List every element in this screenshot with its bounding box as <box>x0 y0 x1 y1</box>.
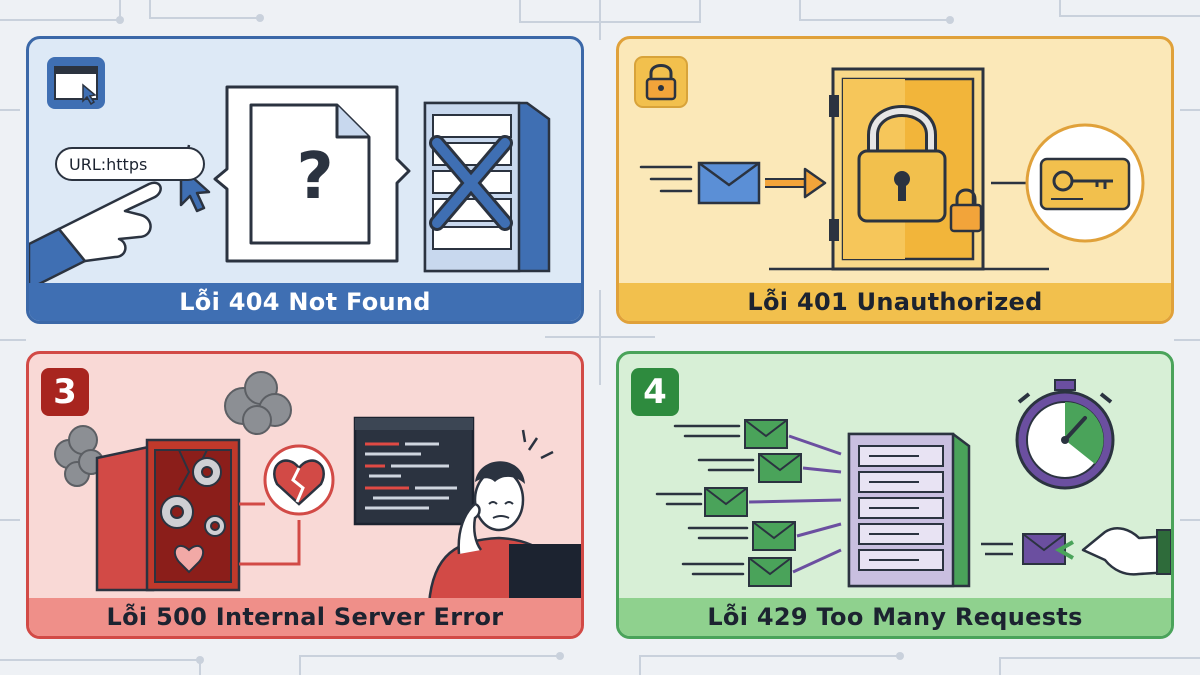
panel-500-illustration <box>54 371 581 604</box>
url-input[interactable]: URL:https <box>55 147 205 181</box>
panel-429: 4 Lỗi 429 Too Many Requests <box>616 351 1174 639</box>
panel-401-illustration <box>634 56 1145 271</box>
rejected-request-icon <box>981 533 1074 565</box>
lock-badge-icon <box>634 56 688 108</box>
panel-404-caption: Lỗi 404 Not Found <box>29 283 581 321</box>
panel-404-illustration <box>29 57 551 289</box>
step-number-badge: 4 <box>631 368 679 416</box>
panel-500: 3 Lỗi 500 Internal Server Error <box>26 351 584 639</box>
key-card-icon <box>1025 123 1145 243</box>
padlock-icon <box>857 105 947 223</box>
speed-lines <box>639 165 693 193</box>
incoming-requests <box>655 419 842 587</box>
document-frame <box>213 85 411 263</box>
envelope-icon <box>697 161 761 205</box>
panel-404: URL:https ? Lỗi 404 Not Found <box>26 36 584 324</box>
stopwatch-icon <box>1015 379 1115 490</box>
server-icon <box>847 432 971 588</box>
pointing-hand-icon <box>29 181 162 289</box>
panel-500-caption: Lỗi 500 Internal Server Error <box>29 598 581 636</box>
broken-server-icon <box>423 101 551 273</box>
browser-window-icon <box>47 57 105 109</box>
panel-429-caption: Lỗi 429 Too Many Requests <box>619 598 1171 636</box>
panel-401: Lỗi 401 Unauthorized <box>616 36 1174 324</box>
step-number-badge: 3 <box>41 368 89 416</box>
small-lock-icon <box>949 188 983 233</box>
broken-heart-small-icon <box>173 544 205 574</box>
panel-401-caption: Lỗi 401 Unauthorized <box>619 283 1171 321</box>
code-monitor-icon <box>353 416 475 526</box>
panel-429-illustration <box>655 379 1171 588</box>
stop-hand-icon <box>1081 527 1171 576</box>
question-mark-icon: ? <box>296 140 334 214</box>
stressed-person-icon <box>427 429 581 604</box>
broken-heart-icon <box>263 444 335 516</box>
smoke-icon <box>54 371 292 487</box>
gear-icon <box>160 457 226 537</box>
